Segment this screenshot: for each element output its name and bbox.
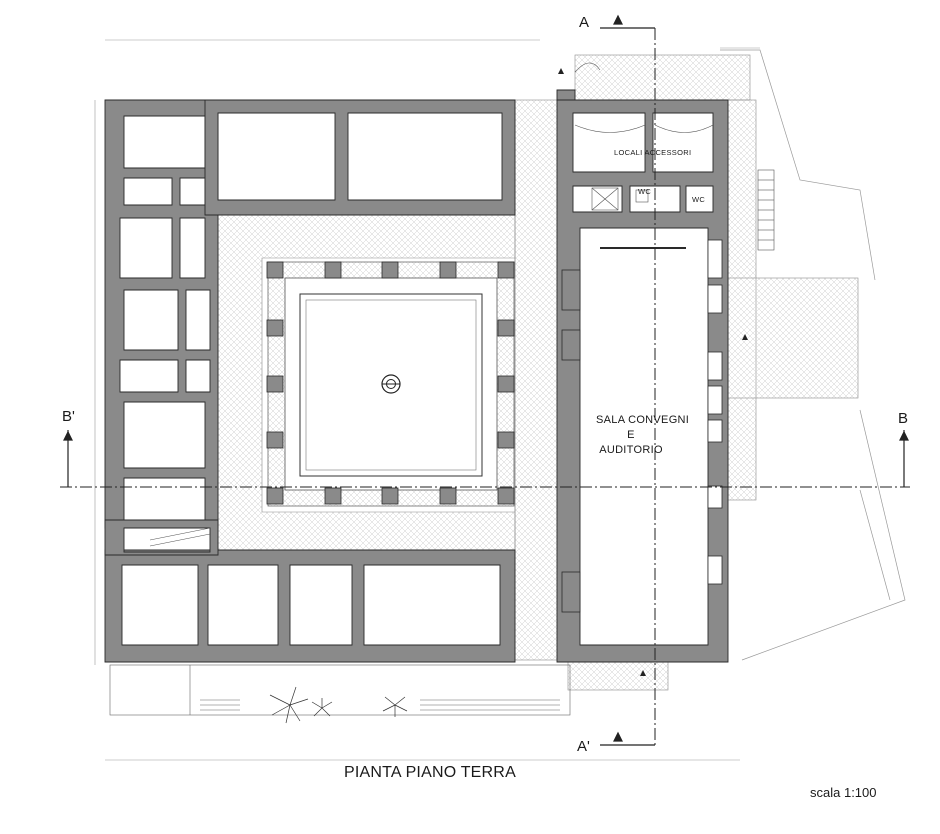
plant-icon (269, 686, 408, 724)
room-label-sala: SALA CONVEGNI E AUDITORIO (596, 413, 690, 458)
room-label-wc-2: WC (692, 195, 706, 204)
room-label-locali: LOCALI ACCESSORI (614, 148, 692, 157)
drawing-title: PIANTA PIANO TERRA (344, 764, 516, 781)
south-loggia (109, 664, 571, 716)
section-b-label: B (898, 410, 909, 427)
auditorium-details (561, 239, 723, 613)
east-stair (757, 169, 775, 251)
section-a-label: A (579, 14, 590, 31)
room-label-sala-line2: E (627, 429, 635, 441)
room-label-sala-line1: SALA CONVEGNI (596, 414, 690, 426)
site-lines (720, 49, 906, 661)
drawing-scale: scala 1:100 (810, 785, 877, 800)
courtyard-piers (266, 261, 515, 505)
section-lines (60, 28, 910, 745)
section-b-prime-label: B' (62, 408, 75, 425)
north-marker-icon (558, 68, 748, 676)
room-label-sala-line3: AUDITORIO (599, 444, 663, 456)
courtyard (267, 261, 515, 507)
section-marks (63, 14, 909, 746)
walls (104, 89, 729, 663)
dimension-lines (94, 39, 760, 761)
interior-lines (149, 62, 714, 547)
section-a-prime-label: A' (577, 738, 590, 755)
paving (217, 54, 859, 691)
room-label-wc-1: WC (638, 187, 652, 196)
